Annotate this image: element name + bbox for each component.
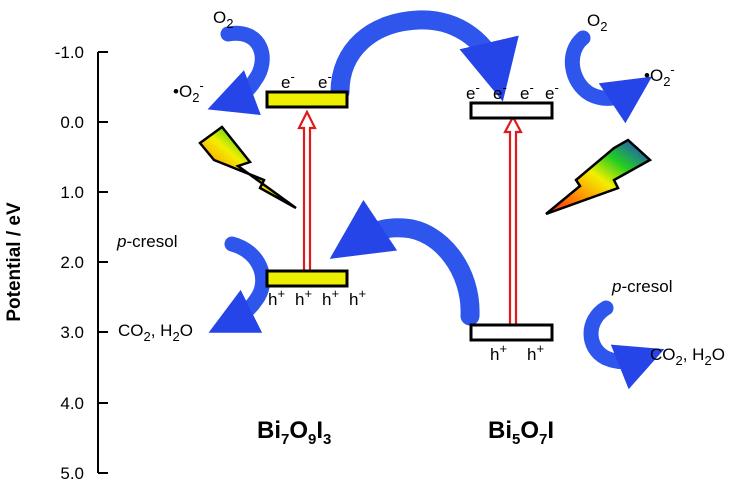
- reaction-arrows: [207, 10, 665, 390]
- vb-band-right: [469, 323, 554, 342]
- light-bolts: [198, 125, 653, 216]
- cresol-oxidation-arrow-left: [208, 236, 271, 333]
- hole-label: h+: [349, 286, 366, 309]
- o2-reduction-arrow-left: [207, 25, 270, 116]
- o2-label-left: O2: [213, 8, 233, 31]
- o2-reduction-arrow-right: [564, 30, 652, 124]
- electron-label: e-: [281, 69, 295, 92]
- hole-transfer-arrow: [329, 199, 480, 326]
- hole-label: h+: [295, 286, 312, 309]
- y-tick-label: 5.0: [60, 464, 84, 483]
- cresol-oxidation-arrow-right: [583, 300, 665, 390]
- cb-band-left: [265, 90, 349, 109]
- y-axis: -1.0 0.0 1.0 2.0 3.0 4.0 5.0 Potential /…: [4, 43, 108, 483]
- lightning-bolt-icon: [198, 125, 297, 210]
- electron-label: e-: [318, 69, 332, 92]
- hole-label: h+: [268, 286, 285, 309]
- material-name-left: Bi7O9I3: [257, 417, 331, 448]
- y-tick-label: 4.0: [60, 394, 84, 413]
- y-tick-label: 3.0: [60, 323, 84, 342]
- cresol-label-right: p-cresol: [611, 277, 672, 296]
- o2-label-right: O2: [587, 11, 607, 34]
- y-tick-label: 0.0: [60, 113, 84, 132]
- cb-band-right: [469, 101, 554, 120]
- y-tick-label: 2.0: [60, 253, 84, 272]
- cresol-label-left: p-cresol: [116, 232, 177, 251]
- superoxide-label-left: •O2-: [173, 78, 204, 105]
- species-labels: O2 O2 •O2- •O2- p-cresol p-cresol CO2, H…: [116, 8, 725, 368]
- electron-label: e-: [466, 80, 480, 103]
- hole-label: h+: [527, 341, 544, 364]
- y-tick-label: -1.0: [55, 43, 84, 62]
- y-axis-label: Potential / eV: [4, 202, 25, 322]
- excitation-arrow-right: [503, 114, 523, 332]
- carriers: e- e- e- e- e- e- h+ h+ h+ h+ h+ h+: [268, 69, 559, 364]
- excitation-arrows: [297, 109, 523, 332]
- electron-transfer-arrow: [330, 10, 519, 102]
- hole-label: h+: [490, 341, 507, 364]
- electron-label: e-: [493, 80, 507, 103]
- material-names: Bi7O9I3 Bi5O7I: [257, 417, 554, 448]
- bands: [265, 90, 554, 342]
- products-label-left: CO2, H2O: [118, 321, 193, 344]
- lightning-bolt-icon: [545, 138, 653, 216]
- electron-label: e-: [545, 80, 559, 103]
- electron-label: e-: [520, 80, 534, 103]
- superoxide-label-right: •O2-: [644, 62, 675, 89]
- products-label-right: CO2, H2O: [650, 345, 725, 368]
- y-tick-label: 1.0: [60, 183, 84, 202]
- excitation-arrow-left: [297, 109, 317, 278]
- hole-label: h+: [322, 286, 339, 309]
- vb-band-left: [265, 269, 349, 288]
- material-name-right: Bi5O7I: [488, 417, 554, 448]
